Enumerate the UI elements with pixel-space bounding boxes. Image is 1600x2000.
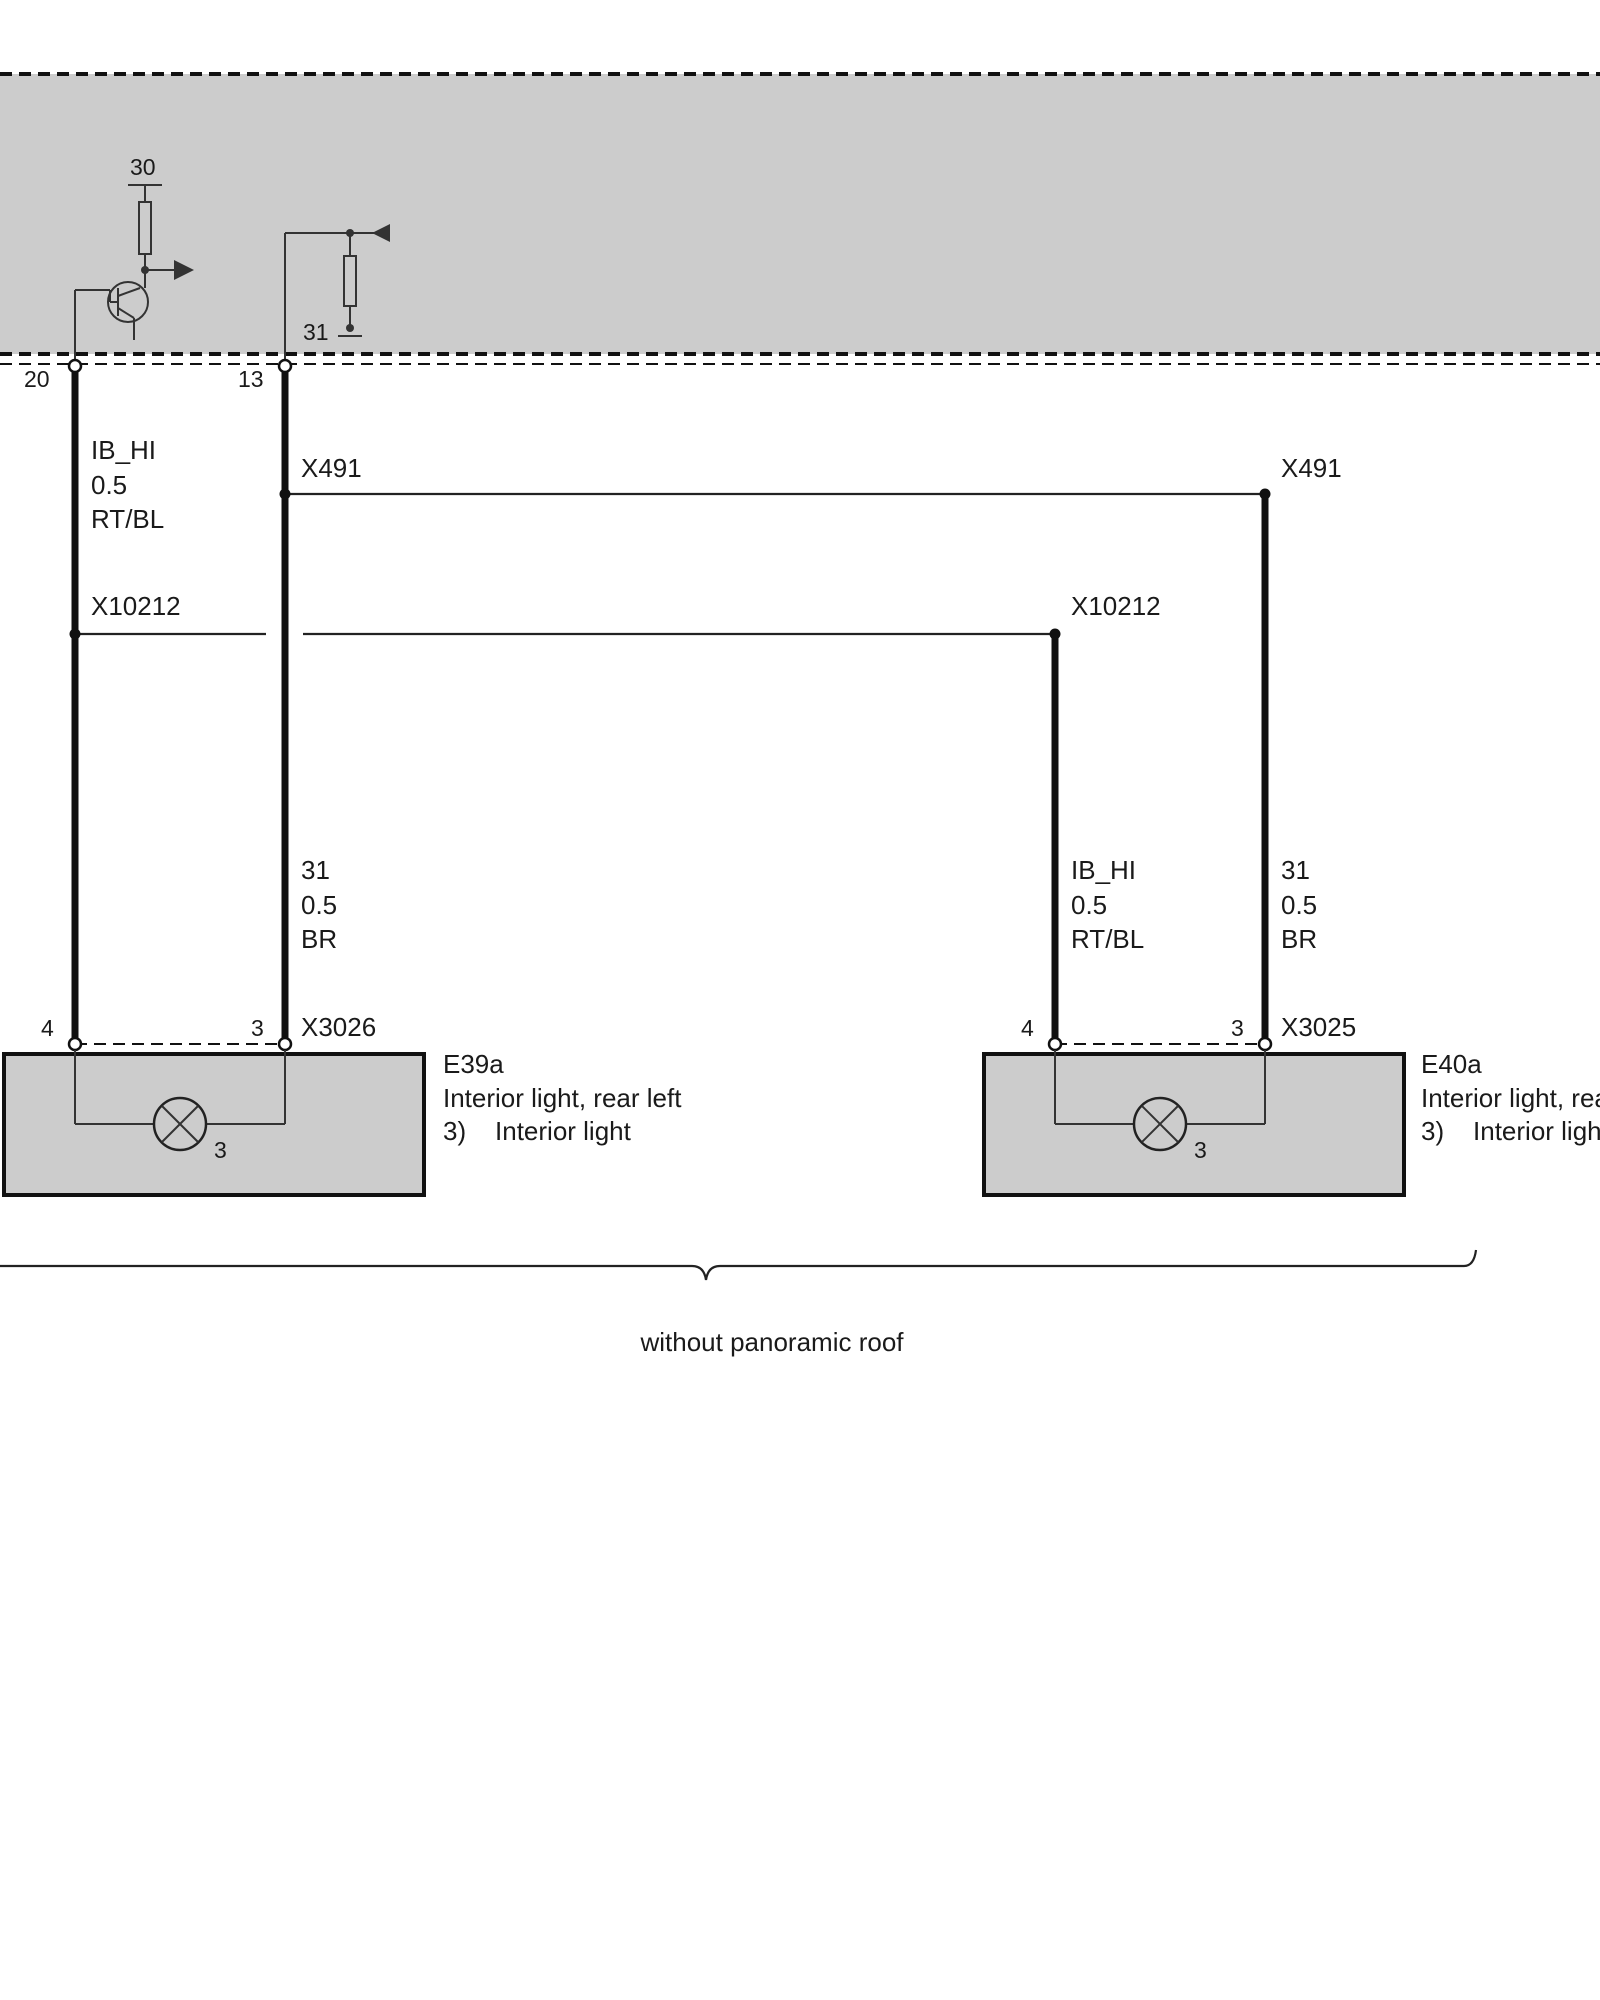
e40a-pin-3: 3 xyxy=(1231,1015,1244,1041)
e40a-lamp-icon xyxy=(1132,1096,1188,1152)
e39a-pin-3: 3 xyxy=(251,1015,264,1041)
e40a-connector-label: X3025 xyxy=(1281,1012,1356,1042)
e39a-id: E39a xyxy=(443,1049,504,1079)
e39a-name: Interior light, rear left xyxy=(443,1083,682,1113)
right-ibhi-size: 0.5 xyxy=(1071,890,1107,920)
e40a-lamp-label: 3 xyxy=(1194,1137,1207,1163)
component-e39a: 4 3 X3026 3 E39a Interior light, rear le… xyxy=(2,1012,682,1197)
e39a-lamp-icon xyxy=(152,1096,208,1152)
right-ground-color: BR xyxy=(1281,924,1317,954)
e40a-id: E40a xyxy=(1421,1049,1482,1079)
e40a-name: Interior light, rear right xyxy=(1421,1083,1600,1113)
e39a-note: 3) Interior light xyxy=(443,1116,632,1146)
component-e40a: 4 3 X3025 3 E40a Interior light, rear ri… xyxy=(982,1012,1600,1197)
right-ibhi-color: RT/BL xyxy=(1071,924,1144,954)
left-ground-signal: 31 xyxy=(301,855,330,885)
e40a-note: 3) Interior light xyxy=(1421,1116,1600,1146)
left-ground-size: 0.5 xyxy=(301,890,337,920)
sense-in-arrow-icon xyxy=(372,224,390,242)
transistor-driver-circuit: 30 xyxy=(74,154,194,360)
left-ibhi-size: 0.5 xyxy=(91,470,127,500)
control-module-area xyxy=(0,74,1600,354)
ground-sense-circuit: 31 xyxy=(284,224,390,360)
e39a-connector-label: X3026 xyxy=(301,1012,376,1042)
x491-splice-right xyxy=(1259,488,1271,500)
variant-brace xyxy=(0,1249,1478,1281)
right-x491-label: X491 xyxy=(1281,453,1342,483)
ground-terminal-label: 31 xyxy=(303,319,329,345)
left-ground-color: BR xyxy=(301,924,337,954)
right-ibhi-signal: IB_HI xyxy=(1071,855,1136,885)
e39a-pin-4: 4 xyxy=(41,1015,54,1041)
right-ground-size: 0.5 xyxy=(1281,890,1317,920)
supply-terminal-label: 30 xyxy=(130,154,156,180)
transistor-icon xyxy=(107,281,149,323)
variant-brace-label: without panoramic roof xyxy=(639,1327,904,1357)
e39a-lamp-label: 3 xyxy=(214,1137,227,1163)
module-pin-13: 13 xyxy=(238,366,264,392)
x491-splice-left xyxy=(279,488,291,500)
e40a-pin-4: 4 xyxy=(1021,1015,1034,1041)
signal-out-arrow-icon xyxy=(174,260,194,280)
left-ibhi-color: RT/BL xyxy=(91,504,164,534)
x10212-splice-right xyxy=(1049,628,1061,640)
left-x10212-label: X10212 xyxy=(91,591,181,621)
right-ground-signal: 31 xyxy=(1281,855,1310,885)
x10212-splice-left xyxy=(69,628,81,640)
module-pin-20: 20 xyxy=(24,366,50,392)
left-ibhi-signal: IB_HI xyxy=(91,435,156,465)
left-x491-label: X491 xyxy=(301,453,362,483)
right-x10212-label: X10212 xyxy=(1071,591,1161,621)
